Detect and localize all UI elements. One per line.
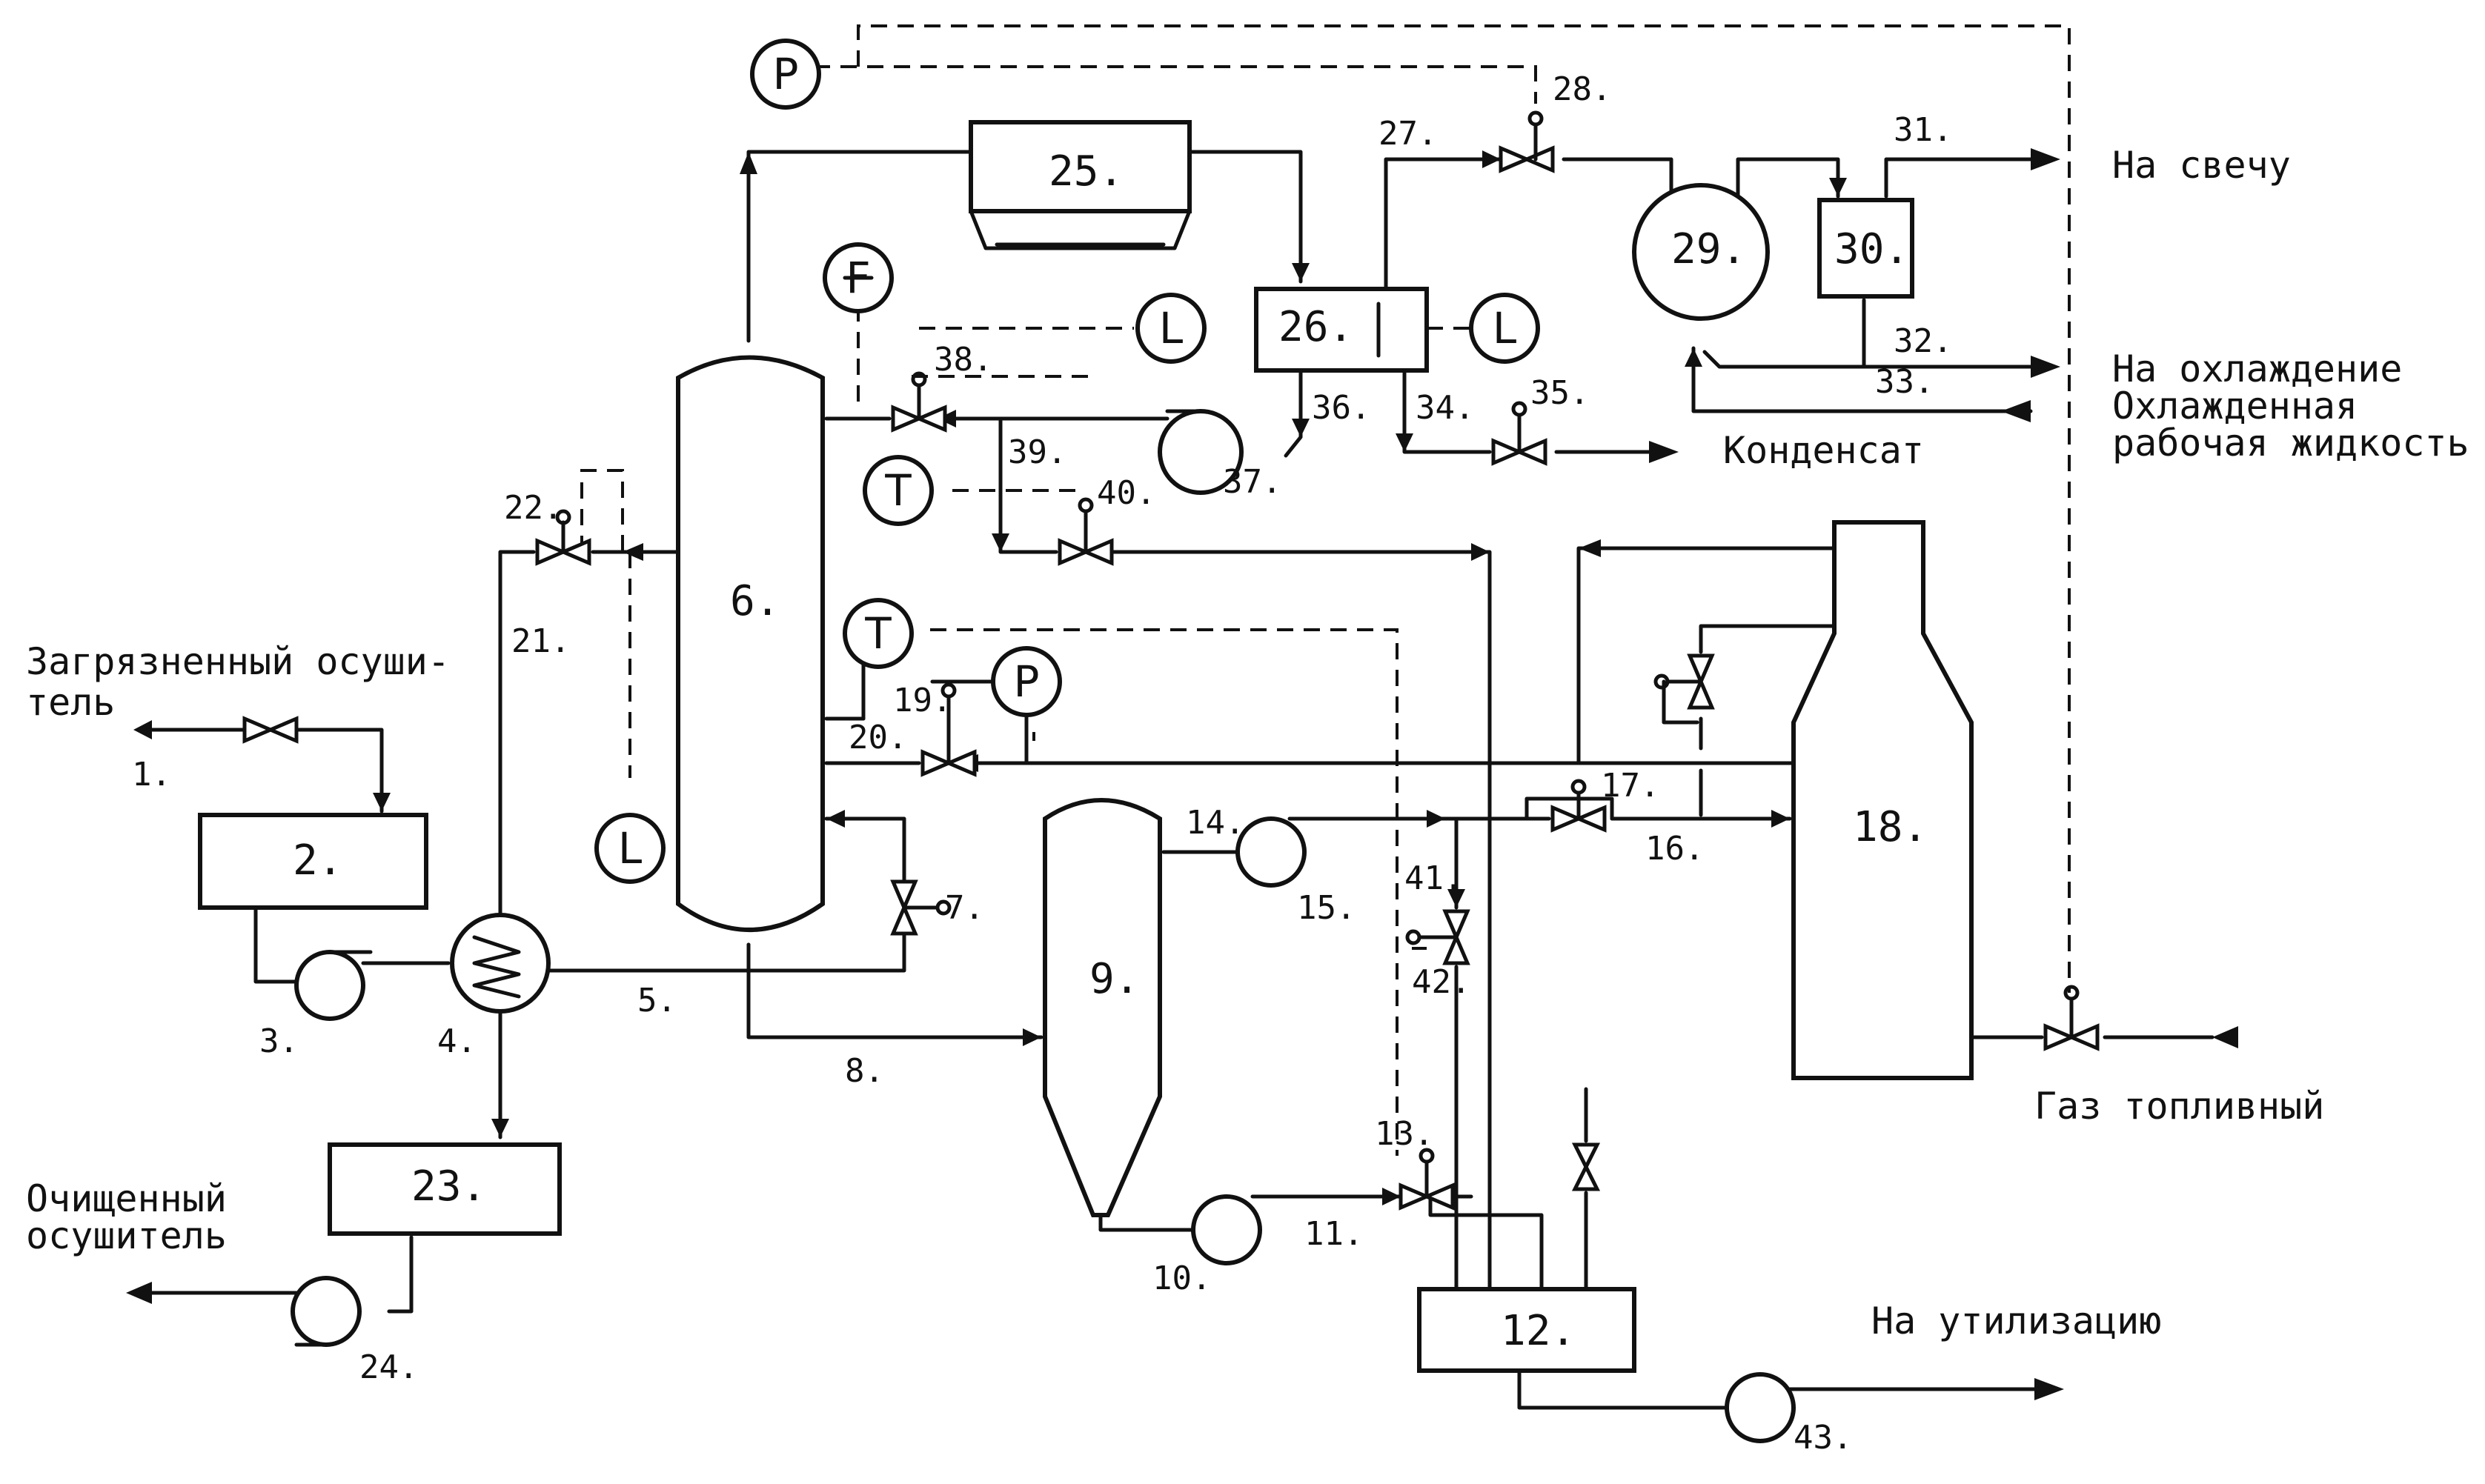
svg-text:39.: 39. xyxy=(1008,433,1066,471)
label-condensate: Конденсат xyxy=(1723,429,1924,472)
label-cooled-liquid-2: рабочая жидкость xyxy=(2112,422,2469,465)
heat-exchanger-4 xyxy=(452,915,548,1011)
svg-text:17.: 17. xyxy=(1601,767,1659,805)
svg-text:14.: 14. xyxy=(1186,804,1244,842)
svg-text:5.: 5. xyxy=(637,982,677,1019)
svg-text:22.: 22. xyxy=(504,489,563,527)
svg-text:3.: 3. xyxy=(259,1022,299,1060)
furnace-18: 18. xyxy=(1794,522,1971,1078)
temperature-indicator-2: T xyxy=(845,600,912,667)
svg-text:40.: 40. xyxy=(1097,474,1155,512)
tank-12: 12. xyxy=(1419,1289,1634,1371)
svg-text:23.: 23. xyxy=(411,1162,486,1211)
pump-10 xyxy=(1193,1197,1260,1263)
pump-24 xyxy=(293,1278,359,1345)
svg-text:13.: 13. xyxy=(1375,1115,1433,1153)
svg-text:19.: 19. xyxy=(893,682,952,719)
label-purified-2: осушитель xyxy=(26,1214,227,1257)
svg-text:41.: 41. xyxy=(1404,859,1463,897)
svg-text:8.: 8. xyxy=(845,1052,884,1090)
pump-3 xyxy=(296,952,363,1019)
label-contaminated-2: тель xyxy=(26,681,115,724)
svg-text:24.: 24. xyxy=(359,1348,418,1386)
svg-text:T: T xyxy=(864,608,892,659)
svg-text:11.: 11. xyxy=(1304,1215,1363,1253)
svg-text:28.: 28. xyxy=(1553,70,1611,108)
svg-text:43.: 43. xyxy=(1794,1419,1852,1457)
column-9: 9. xyxy=(1045,800,1160,1215)
svg-text:27.: 27. xyxy=(1378,115,1437,153)
level-indicator-6: L xyxy=(597,815,663,882)
svg-text:9.: 9. xyxy=(1089,955,1139,1003)
pressure-indicator-top: P xyxy=(752,41,819,107)
svg-text:18.: 18. xyxy=(1853,803,1928,851)
svg-text:4.: 4. xyxy=(437,1022,477,1060)
svg-text:T: T xyxy=(884,465,912,516)
separator-26: 26. xyxy=(1256,289,1427,370)
svg-text:15.: 15. xyxy=(1297,889,1356,927)
svg-text:P: P xyxy=(773,49,799,99)
svg-text:12.: 12. xyxy=(1501,1307,1576,1355)
svg-text:32.: 32. xyxy=(1894,322,1952,360)
svg-text:34.: 34. xyxy=(1416,389,1474,427)
vessel-30: 30. xyxy=(1819,200,1912,296)
tank-2: 2. xyxy=(200,815,426,908)
svg-text:16.: 16. xyxy=(1645,830,1704,868)
temperature-indicator-1: T xyxy=(865,457,932,524)
svg-text:38.: 38. xyxy=(934,341,992,379)
flow-indicator: F xyxy=(825,244,892,311)
svg-text:30.: 30. xyxy=(1834,225,1909,273)
label-contaminated: Загрязненный осуши- xyxy=(26,640,450,683)
svg-text:10.: 10. xyxy=(1152,1260,1211,1297)
svg-text:P: P xyxy=(1014,656,1040,707)
tank-23: 23. xyxy=(330,1145,560,1234)
pressure-indicator-19: P xyxy=(993,648,1060,715)
level-indicator-right-26: L xyxy=(1471,295,1538,362)
svg-text:L: L xyxy=(618,823,642,874)
svg-text:L: L xyxy=(1493,303,1516,353)
label-fuel-gas: Газ топливный xyxy=(2034,1085,2324,1128)
vessel-29: 29. xyxy=(1634,185,1768,319)
svg-text:36.: 36. xyxy=(1312,389,1370,427)
air-cooler-25: 25. xyxy=(971,122,1190,248)
svg-text:29.: 29. xyxy=(1671,225,1746,273)
svg-text:33.: 33. xyxy=(1875,363,1934,401)
label-to-disposal: На утилизацию xyxy=(1871,1300,2161,1342)
svg-text:35.: 35. xyxy=(1530,374,1589,412)
column-6: 6. xyxy=(678,358,823,931)
pump-15 xyxy=(1238,819,1304,885)
svg-text:7.: 7. xyxy=(945,889,984,927)
svg-text:L: L xyxy=(1159,303,1183,353)
svg-text:6.: 6. xyxy=(730,577,780,625)
svg-text:2.: 2. xyxy=(293,836,342,885)
svg-text:1.: 1. xyxy=(132,756,171,793)
svg-text:25.: 25. xyxy=(1049,147,1124,196)
pump-43 xyxy=(1727,1374,1794,1441)
svg-text:26.: 26. xyxy=(1278,303,1353,351)
svg-text:37.: 37. xyxy=(1223,463,1281,501)
svg-text:31.: 31. xyxy=(1894,111,1952,149)
label-to-flare: На свечу xyxy=(2112,144,2291,187)
svg-text:21.: 21. xyxy=(511,622,570,660)
svg-text:20.: 20. xyxy=(849,719,907,756)
level-indicator-left-26: L xyxy=(1138,295,1204,362)
svg-text:42.: 42. xyxy=(1412,963,1470,1001)
